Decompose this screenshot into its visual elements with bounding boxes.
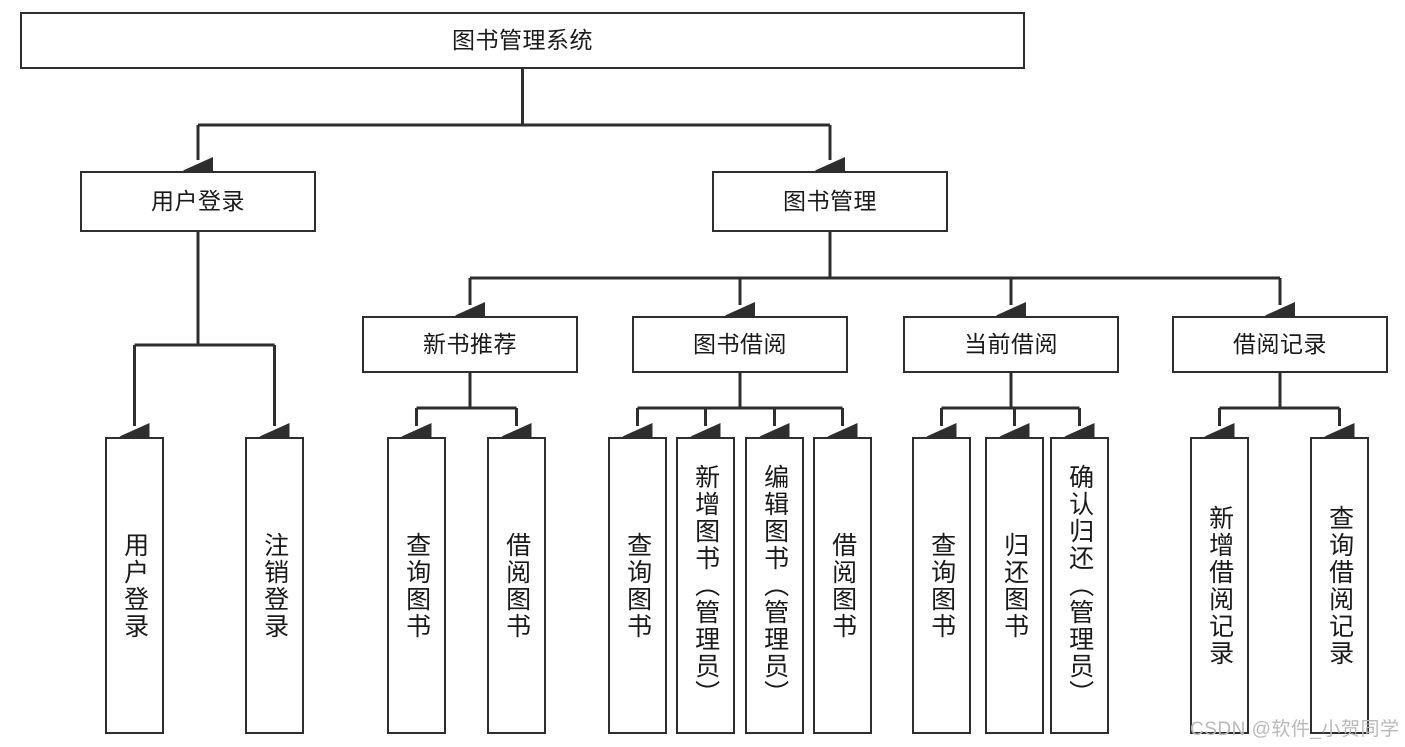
node-leaf-query-record[interactable]: 查询借阅记录 (1310, 437, 1369, 734)
node-user-login[interactable]: 用户登录 (80, 171, 316, 232)
node-label-leaf-user-login: 用户登录 (120, 531, 149, 640)
node-label-leaf-edit-book: 编辑图书（管理员） (760, 464, 789, 707)
node-leaf-query-book-2[interactable]: 查询图书 (608, 437, 667, 734)
node-label-new-book-rec: 新书推荐 (423, 330, 517, 357)
node-book-borrow[interactable]: 图书借阅 (632, 316, 848, 373)
node-leaf-query-book-3[interactable]: 查询图书 (912, 437, 971, 734)
node-label-borrow-record: 借阅记录 (1233, 330, 1327, 357)
node-label-leaf-return-book: 归还图书 (1000, 531, 1029, 640)
node-label-leaf-query-book-2: 查询图书 (623, 531, 652, 640)
node-label-leaf-add-record: 新增借阅记录 (1205, 504, 1234, 667)
node-leaf-edit-book[interactable]: 编辑图书（管理员） (745, 437, 804, 734)
node-label-leaf-query-record: 查询借阅记录 (1325, 504, 1354, 667)
node-label-current-borrow: 当前借阅 (964, 330, 1058, 357)
node-label-leaf-query-book-1: 查询图书 (402, 531, 431, 640)
node-label-leaf-add-book: 新增图书（管理员） (691, 464, 720, 707)
node-label-root: 图书管理系统 (452, 26, 593, 53)
node-label-leaf-user-logout: 注销登录 (260, 531, 289, 640)
node-leaf-borrow-book-2[interactable]: 借阅图书 (813, 437, 872, 734)
node-leaf-add-book[interactable]: 新增图书（管理员） (676, 437, 735, 734)
node-label-user-login: 用户登录 (151, 187, 245, 214)
node-label-leaf-confirm-return: 确认归还（管理员） (1065, 464, 1094, 707)
node-root[interactable]: 图书管理系统 (20, 12, 1025, 69)
node-current-borrow[interactable]: 当前借阅 (903, 316, 1119, 373)
node-label-leaf-query-book-3: 查询图书 (927, 531, 956, 640)
node-label-book-borrow: 图书借阅 (693, 330, 787, 357)
node-new-book-rec[interactable]: 新书推荐 (362, 316, 578, 373)
node-leaf-user-logout[interactable]: 注销登录 (245, 437, 304, 734)
node-label-leaf-borrow-book-1: 借阅图书 (502, 531, 531, 640)
node-leaf-query-book-1[interactable]: 查询图书 (387, 437, 446, 734)
node-leaf-add-record[interactable]: 新增借阅记录 (1190, 437, 1249, 734)
node-label-book-manage: 图书管理 (783, 187, 877, 214)
node-leaf-confirm-return[interactable]: 确认归还（管理员） (1050, 437, 1109, 734)
node-borrow-record[interactable]: 借阅记录 (1172, 316, 1388, 373)
node-leaf-borrow-book-1[interactable]: 借阅图书 (487, 437, 546, 734)
node-leaf-user-login[interactable]: 用户登录 (105, 437, 164, 734)
node-book-manage[interactable]: 图书管理 (712, 171, 948, 232)
node-leaf-return-book[interactable]: 归还图书 (985, 437, 1044, 734)
watermark-text: CSDN @软件_小贺同学 (1190, 719, 1400, 740)
node-label-leaf-borrow-book-2: 借阅图书 (828, 531, 857, 640)
